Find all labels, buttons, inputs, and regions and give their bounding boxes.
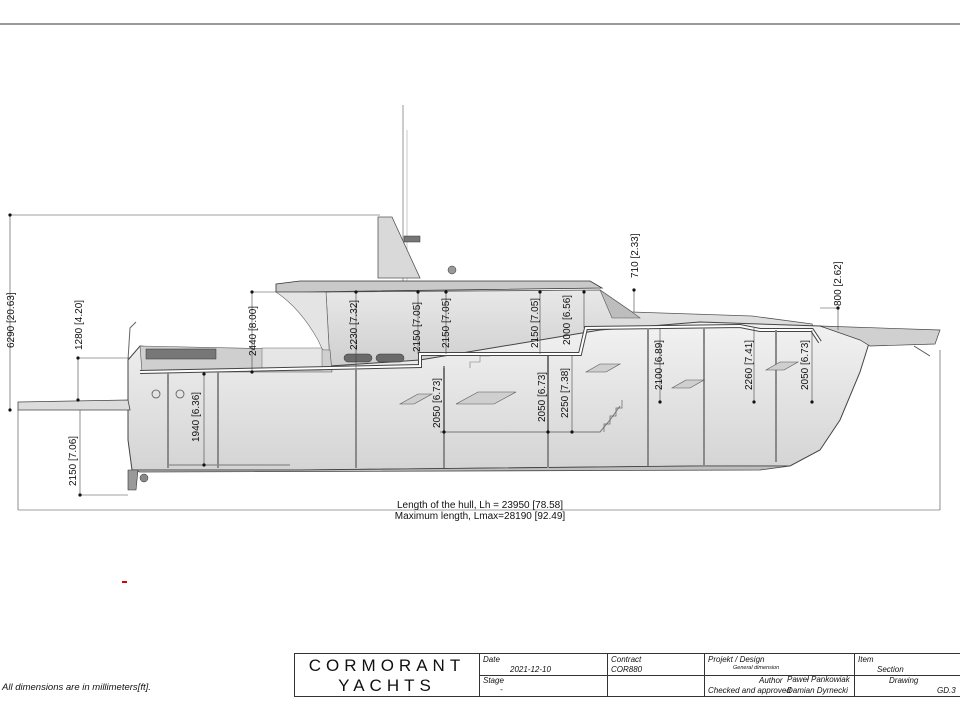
- dim-saloon-3: 2150 [7.05]: [441, 297, 452, 348]
- dim-bow-rail: 1280 [4.20]: [74, 299, 85, 350]
- contract-cell: Contract COR880: [607, 654, 704, 696]
- drawing-value: GD.3: [937, 686, 956, 695]
- date-stage-cell: Date 2021-12-10 Stage -: [479, 654, 607, 696]
- main-deck-line-inner: [139, 324, 821, 373]
- company-name-line2: YACHTS: [338, 676, 436, 695]
- dim-flybridge: 2440 [8.00]: [248, 305, 259, 356]
- radar-arch: [377, 216, 421, 279]
- stairs: [603, 400, 623, 432]
- author-label: Author: [759, 676, 783, 685]
- cockpit-cushions: [145, 348, 217, 360]
- contract-label: Contract: [611, 655, 642, 664]
- stage-value: -: [500, 685, 503, 694]
- saloon-windows: [343, 353, 405, 363]
- hull-length-label: Length of the hull, Lh = 23950 [78.58]: [397, 500, 563, 511]
- item-label: Item: [858, 655, 874, 664]
- dim-lower-1: 1940 [6.36]: [191, 391, 202, 442]
- swim-platform: [17, 399, 131, 411]
- dim-hardtop: 710 [2.33]: [630, 233, 641, 278]
- red-mark: [122, 581, 127, 583]
- date-label: Date: [483, 655, 500, 664]
- lower-deck-line: [168, 405, 621, 466]
- dim-foredeck-rail: 800 [2.62]: [833, 261, 844, 306]
- item-value: Section: [877, 665, 904, 674]
- stage-label: Stage: [483, 676, 504, 685]
- checked-label: Checked and approved: [708, 686, 791, 695]
- hull-bottom: [131, 465, 791, 473]
- project-cell: Projekt / Design General dimension Autho…: [704, 654, 854, 696]
- drawing-label: Drawing: [889, 676, 919, 685]
- windscreen: [599, 289, 641, 319]
- company-logo: CORMORANT YACHTS: [295, 654, 479, 696]
- bow-pulpit: [819, 325, 941, 347]
- checked-value: Damian Dyrnecki: [787, 686, 848, 695]
- dim-saloon-4: 2150 [7.05]: [530, 297, 541, 348]
- rudder: [127, 469, 139, 491]
- portholes: [151, 389, 185, 399]
- contract-value: COR880: [611, 665, 643, 674]
- saloon-stairs: [469, 355, 490, 368]
- anchor-line: [913, 345, 931, 357]
- radar-dome: [403, 235, 421, 243]
- project-value: General dimension: [733, 665, 780, 671]
- max-length-label: Maximum length, Lmax=28190 [92.49]: [394, 511, 566, 522]
- searchlight: [447, 265, 457, 275]
- dim-lower-3: 2050 [6.73]: [537, 371, 548, 422]
- date-value: 2021-12-10: [510, 665, 551, 674]
- dim-lower-4: 2250 [7.38]: [560, 367, 571, 418]
- title-block: CORMORANT YACHTS Date 2021-12-10 Stage -…: [294, 653, 960, 697]
- dim-lower-5: 2100 [6.89]: [654, 339, 665, 390]
- dim-overall-height: 6290 [20.63]: [6, 292, 17, 348]
- propeller: [139, 473, 149, 483]
- hull-windows: [398, 361, 800, 405]
- dim-draft: 2150 [7.06]: [68, 435, 79, 486]
- company-name-line1: CORMORANT: [308, 656, 466, 675]
- author-value: Paweł Pankowiak: [787, 675, 850, 684]
- project-label: Projekt / Design: [708, 655, 765, 664]
- dim-lower-2: 2050 [6.73]: [432, 377, 443, 428]
- dim-wheelhouse: 2000 [6.56]: [562, 294, 573, 345]
- units-footnote: All dimensions are in millimeters[ft].: [2, 682, 151, 693]
- dim-lower-6: 2260 [7.41]: [744, 339, 755, 390]
- item-cell: Item Section Drawing GD.3: [854, 654, 960, 696]
- dimension-dots: [8, 213, 840, 497]
- dim-lower-7: 2050 [6.73]: [800, 339, 811, 390]
- dimension-lines: [9, 214, 941, 511]
- aft-rail: [127, 321, 137, 361]
- dim-saloon-1: 2230 [7.32]: [349, 299, 360, 350]
- dim-saloon-2: 2150 [7.05]: [412, 301, 423, 352]
